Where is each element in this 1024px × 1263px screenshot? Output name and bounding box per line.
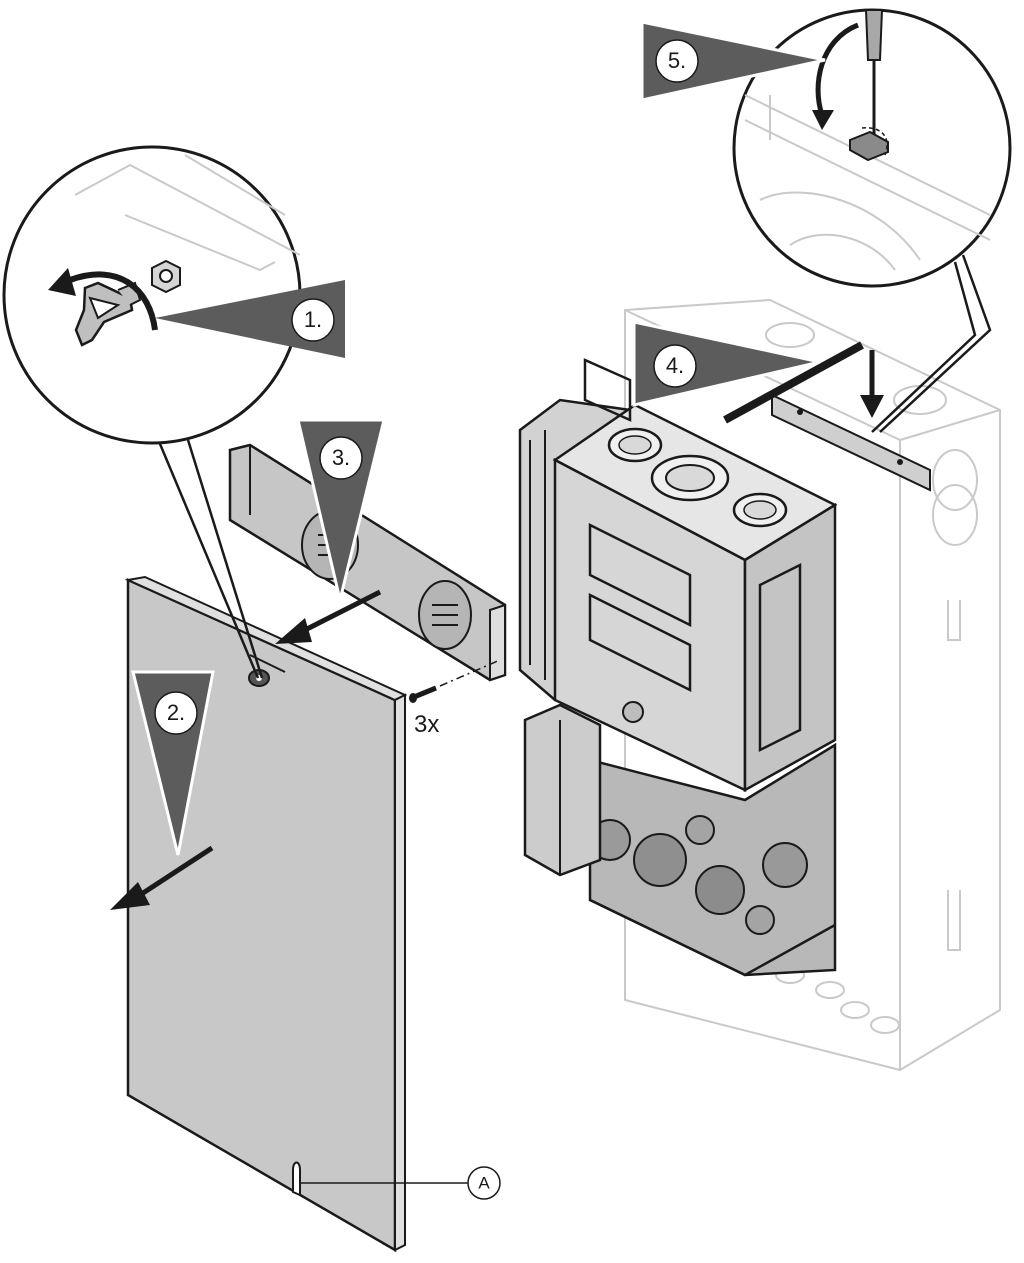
screw-icon bbox=[409, 685, 437, 703]
step5-number: 5. bbox=[668, 48, 686, 73]
step4-pointer: 4. bbox=[632, 320, 821, 407]
callout-a-label: A bbox=[478, 1173, 490, 1192]
lock-nut-icon bbox=[151, 259, 181, 294]
wall-bracket bbox=[771, 393, 931, 492]
step5-pointer: 5. bbox=[640, 20, 826, 102]
down-arrow-icon bbox=[860, 350, 884, 418]
rotate-counterclockwise-icon bbox=[48, 268, 158, 331]
detail-circle-1 bbox=[2, 145, 302, 679]
step3-number: 3. bbox=[332, 445, 350, 470]
step1-number: 1. bbox=[304, 307, 322, 332]
step2-number: 2. bbox=[167, 700, 185, 725]
rotate-arrow-icon bbox=[812, 22, 860, 130]
screw-path-line bbox=[439, 659, 501, 687]
screwdriver-icon bbox=[864, 9, 884, 142]
step2-pointer: 2. bbox=[131, 670, 215, 856]
step1-pointer: 1. bbox=[155, 280, 345, 358]
step2-arrow-icon bbox=[110, 845, 214, 910]
boiler-appliance bbox=[518, 358, 838, 977]
step3-pointer: 3. bbox=[296, 418, 386, 601]
detail-circle-5 bbox=[732, 8, 1012, 433]
callout-a: A bbox=[300, 1166, 501, 1200]
step4-number: 4. bbox=[666, 353, 684, 378]
step4-line bbox=[723, 341, 864, 424]
clip-icon bbox=[849, 127, 889, 162]
step3-arrow-icon bbox=[275, 589, 382, 644]
panel-slot bbox=[292, 1161, 301, 1197]
screw-quantity-label: 3x bbox=[414, 711, 439, 738]
